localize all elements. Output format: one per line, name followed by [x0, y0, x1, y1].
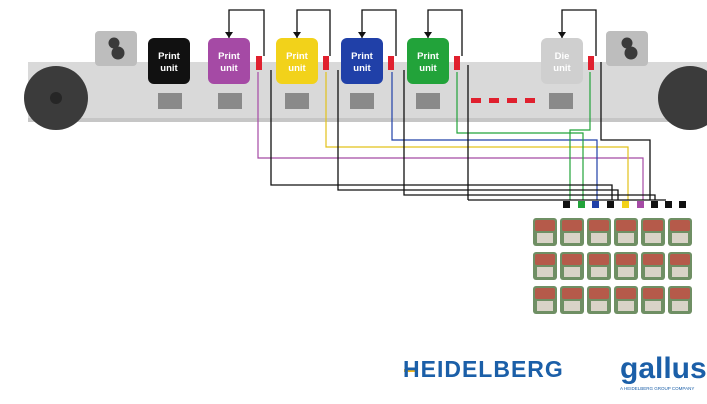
sensor	[588, 56, 594, 70]
control-device	[560, 252, 584, 280]
unit-box	[541, 38, 583, 84]
unit-label-line2: unit	[353, 63, 371, 74]
unit-base	[285, 93, 309, 109]
rewind-roller-icon	[658, 66, 707, 130]
control-device	[641, 286, 665, 314]
print-unit-blue: Print unit	[341, 38, 383, 84]
unit-label-line1: Print	[218, 51, 240, 62]
unit-label-line1: Print	[417, 51, 439, 62]
print-unit-yellow: Print unit	[276, 38, 318, 84]
control-device	[533, 252, 557, 280]
right-tension-handle-icon	[606, 31, 648, 66]
control-device	[560, 218, 584, 246]
control-device	[587, 286, 611, 314]
unit-label-line2: unit	[553, 63, 571, 74]
unit-label-line2: unit	[288, 63, 306, 74]
unit-box	[276, 38, 318, 84]
unit-label-line2: unit	[160, 63, 178, 74]
unit-label-line1: Print	[286, 51, 308, 62]
gallus-logo: gallus A HEIDELBERG GROUP COMPANY	[620, 352, 707, 391]
control-device	[668, 286, 692, 314]
signal-lines	[257, 72, 644, 200]
control-device	[560, 286, 584, 314]
control-device	[533, 218, 557, 246]
unit-box	[208, 38, 250, 84]
control-device	[533, 286, 557, 314]
control-device	[641, 252, 665, 280]
left-tension-handle-icon	[95, 31, 137, 66]
unit-label-line1: Print	[158, 51, 180, 62]
print-unit-black: Print unit	[148, 38, 190, 84]
unit-box	[148, 38, 190, 84]
press-rail-shadow	[28, 118, 707, 122]
control-panel-icon	[533, 218, 692, 314]
sensor	[256, 56, 262, 70]
connector-tags	[563, 201, 686, 208]
control-device	[668, 252, 692, 280]
heidelberg-wordmark: HEIDELBERG	[403, 356, 564, 382]
control-device	[614, 286, 638, 314]
unwind-roller-icon	[24, 66, 88, 130]
control-device	[641, 218, 665, 246]
control-device	[668, 218, 692, 246]
heidelberg-logo: HEIDELBERG	[403, 356, 564, 382]
control-device	[587, 252, 611, 280]
unit-label-line2: unit	[419, 63, 437, 74]
print-unit-green: Print unit	[407, 38, 449, 84]
unit-box	[407, 38, 449, 84]
sensor	[388, 56, 394, 70]
gallus-wordmark: gallus	[620, 352, 707, 385]
control-lines	[270, 62, 666, 201]
feedback-loops	[228, 9, 597, 56]
sensor	[454, 56, 460, 70]
unit-label-line1: Print	[351, 51, 373, 62]
control-device	[587, 218, 611, 246]
die-unit: Die unit	[541, 38, 583, 84]
unit-base	[218, 93, 242, 109]
more-units-dashes	[471, 98, 535, 103]
logo-accent	[404, 369, 418, 372]
feedback-arrows	[225, 32, 566, 38]
unit-label-line2: unit	[220, 63, 238, 74]
control-device	[614, 218, 638, 246]
unit-label-line1: Die	[555, 51, 570, 62]
sensor	[323, 56, 329, 70]
unit-base	[549, 93, 573, 109]
unit-base	[416, 93, 440, 109]
print-unit-magenta: Print unit	[208, 38, 250, 84]
unit-bases	[158, 93, 573, 109]
unit-box	[341, 38, 383, 84]
unit-base	[350, 93, 374, 109]
gallus-tagline: A HEIDELBERG GROUP COMPANY	[620, 386, 694, 391]
register-sensors	[256, 56, 594, 70]
control-device	[614, 252, 638, 280]
unit-base	[158, 93, 182, 109]
